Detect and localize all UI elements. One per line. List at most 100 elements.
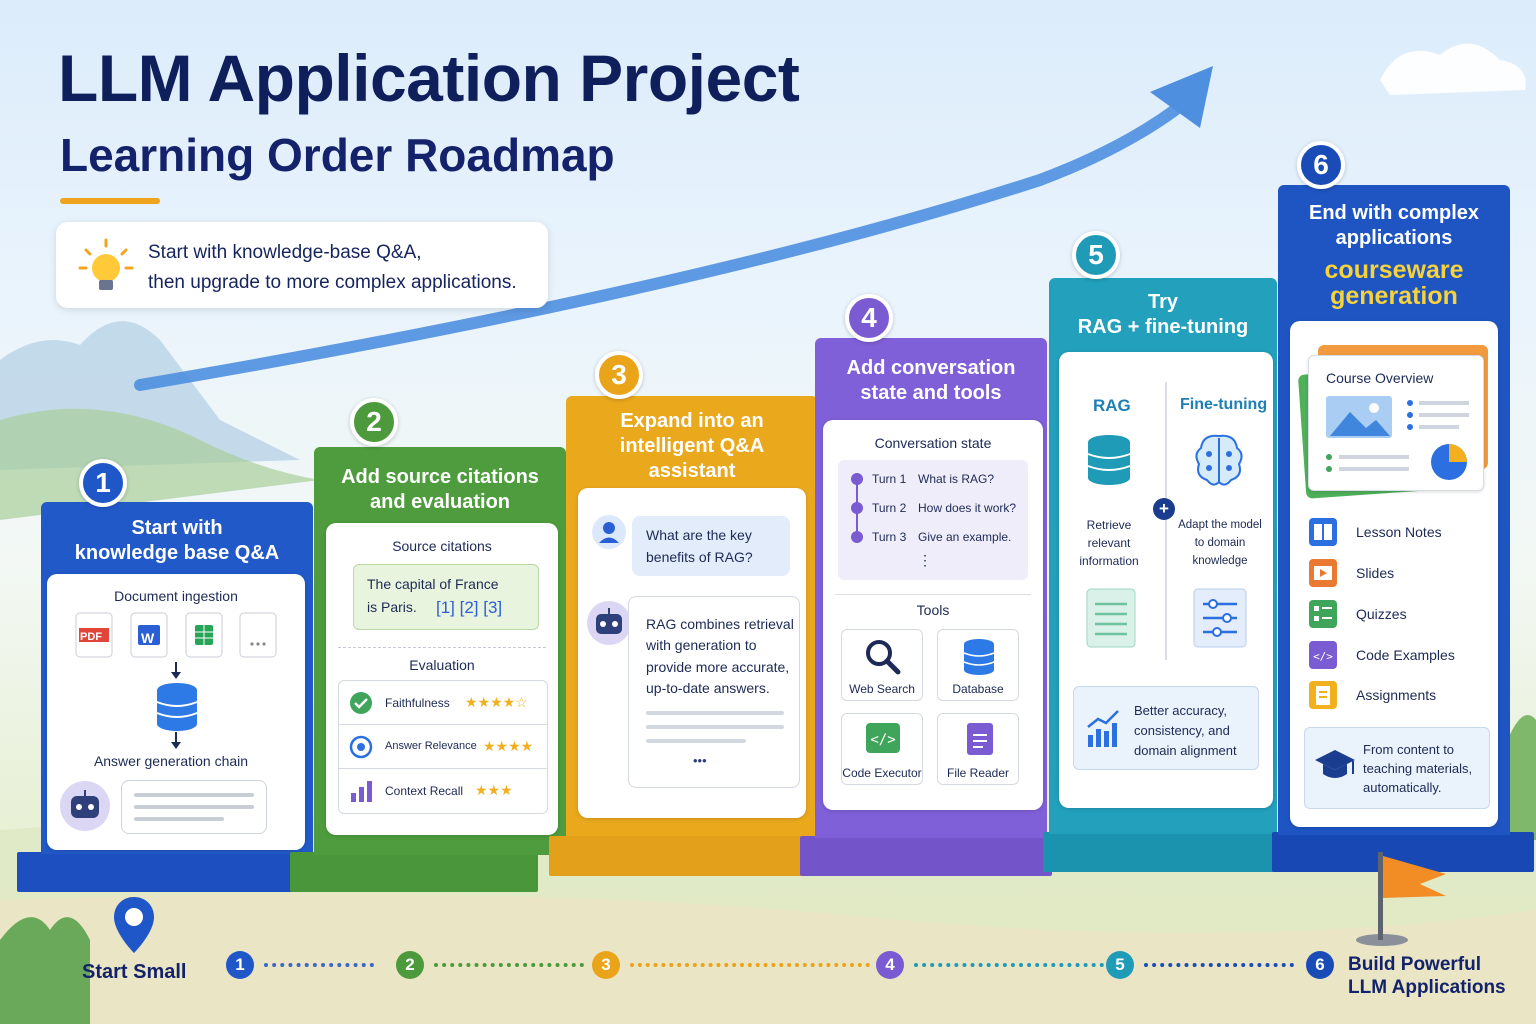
- code-icon: </>: [1309, 641, 1337, 669]
- step-2-badge: 2: [350, 398, 398, 446]
- metric-name: Faithfulness: [385, 696, 450, 710]
- tool-database[interactable]: Database: [937, 629, 1019, 701]
- magnifier-icon: [866, 640, 901, 675]
- tip-line-1: Start with knowledge-base Q&A,: [148, 242, 422, 263]
- step-5-column: Try RAG + fine-tuning RAG Fine-tuning Re…: [1049, 278, 1277, 834]
- brain-icon: [1195, 434, 1243, 486]
- growth-chart-icon: [1087, 710, 1119, 747]
- divider: [338, 647, 546, 648]
- turn-text: What is RAG?: [918, 472, 995, 486]
- chat-bubble: [121, 780, 267, 834]
- turn-text: How does it work?: [918, 501, 1017, 515]
- pdf-label: PDF: [80, 631, 102, 643]
- tool-file-reader[interactable]: File Reader: [937, 713, 1019, 785]
- tool-label: Code Executor: [842, 766, 922, 780]
- course-item: Code Examples: [1356, 647, 1455, 663]
- conversation-state-label: Conversation state: [874, 435, 992, 451]
- timeline-dot-2: 2: [396, 951, 424, 979]
- tool-web-search[interactable]: Web Search: [841, 629, 923, 701]
- tip-line-2: then upgrade to more complex application…: [148, 272, 517, 293]
- timeline-connector: [914, 963, 1104, 967]
- citation-text-1: The capital of France: [367, 576, 499, 592]
- summary-line-2: teaching materials,: [1363, 761, 1473, 776]
- step-3-column: Expand into an intelligent Q&A assistant…: [566, 396, 818, 836]
- database-icon: [1087, 435, 1131, 485]
- timeline-start-label: Start Small: [82, 961, 187, 983]
- tools-label: Tools: [916, 602, 950, 618]
- step-2-column: Add source citations and evaluation Sour…: [314, 447, 566, 855]
- evaluation-label: Evaluation: [409, 657, 475, 673]
- step-1-base: [17, 852, 293, 892]
- course-items-list: Lesson Notes Slides Quizzes </> Code Exa…: [1308, 517, 1488, 717]
- user-icon: [592, 515, 626, 549]
- turn-label: Turn 1: [872, 472, 907, 486]
- timeline-connector: [264, 963, 374, 967]
- step-2-base: [290, 852, 538, 892]
- turn-label: Turn 3: [872, 530, 907, 544]
- course-overview-title: Course Overview: [1326, 370, 1434, 386]
- ft-desc-line-2: to domain: [1194, 537, 1246, 549]
- step-1-title-line-1: Start with: [131, 517, 223, 539]
- step-5-title-line-2: RAG + fine-tuning: [1077, 316, 1249, 338]
- step-4-title-line-1: Add conversation: [846, 357, 1016, 379]
- title-underline: [60, 198, 160, 204]
- pie-chart-icon: [1431, 444, 1467, 480]
- rag-desc-line-2: relevant: [1087, 536, 1131, 550]
- course-overview-slide: Course Overview: [1308, 355, 1484, 491]
- step-5-title-line-1: Try: [1147, 291, 1179, 313]
- metric-row: Context Recall ★★★: [339, 769, 547, 813]
- tool-label: Web Search: [849, 682, 915, 696]
- quiz-icon: [1309, 600, 1337, 628]
- summary-line-1: From content to: [1363, 742, 1455, 757]
- metric-row: Faithfulness ★★★★☆: [339, 681, 547, 725]
- timeline-connector: [434, 963, 584, 967]
- rag-label: RAG: [1093, 396, 1131, 415]
- benefit-line-2: consistency, and: [1134, 723, 1230, 738]
- step-6-title-line-1: End with complex: [1308, 202, 1480, 224]
- step-1-title-line-2: knowledge base Q&A: [74, 542, 280, 564]
- word-label: W: [141, 630, 155, 646]
- spreadsheet-file-icon: [185, 612, 223, 658]
- citation-text-2: is Paris.: [367, 599, 417, 615]
- target-icon: [349, 735, 373, 759]
- generic-file-icon: [239, 612, 277, 658]
- timeline-dot-3: 3: [592, 951, 620, 979]
- metric-stars: ★★★★: [483, 738, 534, 754]
- step-4-base: [800, 836, 1052, 876]
- source-citations-label: Source citations: [392, 538, 492, 554]
- turn-ellipsis: ⋮: [918, 552, 932, 568]
- divider: [1165, 382, 1167, 660]
- step-4-column: Add conversation state and tools Convers…: [815, 338, 1047, 838]
- answer-line-3: provide more accurate,: [646, 659, 790, 675]
- question-line-2: benefits of RAG?: [646, 549, 753, 565]
- step-4-card: Conversation state Turn 1 What is RAG? T…: [823, 420, 1043, 810]
- pdf-file-icon: [75, 612, 113, 658]
- summary-box: From content to teaching materials, auto…: [1304, 727, 1490, 809]
- more-dots: •••: [693, 753, 707, 768]
- timeline-end-line-1: Build Powerful: [1348, 954, 1481, 975]
- database-icon: [156, 683, 198, 731]
- benefit-box: Better accuracy, consistency, and domain…: [1073, 686, 1259, 770]
- step-3-title-line-3: assistant: [648, 460, 736, 482]
- fine-tuning-label: Fine-tuning: [1180, 396, 1268, 413]
- tip-box: Start with knowledge-base Q&A, then upgr…: [56, 222, 548, 308]
- code-icon: </>: [866, 723, 900, 753]
- benefit-line-3: domain alignment: [1134, 743, 1237, 758]
- ft-desc-line-1: Adapt the model: [1178, 519, 1262, 531]
- step-6-badge: 6: [1297, 141, 1345, 189]
- clipboard-icon: [1309, 681, 1337, 709]
- evaluation-table: Faithfulness ★★★★☆ Answer Relevance ★★★★…: [338, 680, 548, 814]
- question-line-1: What are the key: [646, 527, 752, 543]
- document-icon: [967, 723, 993, 755]
- turn-text: Give an example.: [918, 530, 1012, 544]
- step-4-badge: 4: [845, 294, 893, 342]
- ft-desc-line-3: knowledge: [1192, 555, 1248, 567]
- timeline-dot-1: 1: [226, 951, 254, 979]
- divider: [835, 594, 1031, 595]
- step-6-highlight-line-1: courseware: [1324, 256, 1464, 284]
- tool-code-executor[interactable]: </> Code Executor: [841, 713, 923, 785]
- timeline-end-line-2: LLM Applications: [1348, 977, 1506, 998]
- course-item: Assignments: [1356, 687, 1437, 703]
- step-2-card: Source citations The capital of France i…: [326, 523, 558, 835]
